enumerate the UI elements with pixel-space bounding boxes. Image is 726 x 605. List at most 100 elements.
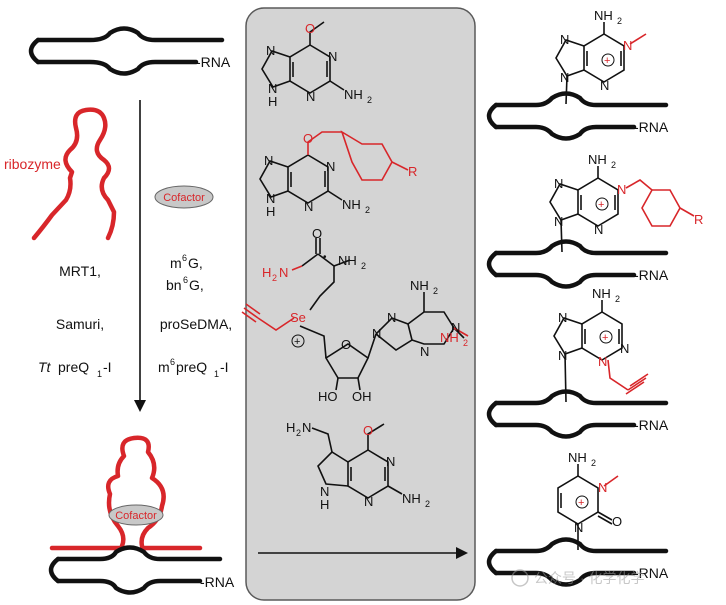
m6g-o: O xyxy=(305,21,315,36)
rna-label-right-4: -RNA xyxy=(634,565,669,581)
prosedma-red-nh2: NH xyxy=(440,330,459,345)
product-m3c-methyl xyxy=(603,475,619,487)
prosedma-top-nh2-sub: 2 xyxy=(433,286,438,296)
m3c-n3: N xyxy=(598,480,607,495)
m6preq-h2n-sub: 2 xyxy=(296,428,301,438)
m1a-n9: N xyxy=(560,70,569,85)
bn1a-nh2: NH xyxy=(588,152,607,167)
cofactor-name-m6g: m 6 G, xyxy=(170,253,203,271)
m1a-nh2: NH xyxy=(594,8,613,23)
rna-hairpin-right-1 xyxy=(486,91,669,141)
ribozyme-name-samuri: Samuri, xyxy=(56,316,104,332)
m6preq-n1: N xyxy=(386,454,395,469)
m6preq-preq: preQ xyxy=(176,359,207,375)
pr1a-n3: N xyxy=(598,354,607,369)
m6preq-nh: N xyxy=(320,484,329,499)
wechat-icon xyxy=(511,569,529,587)
pr1a-charge-ring xyxy=(599,330,613,344)
bn1a-r: R xyxy=(694,212,703,227)
prosedma-n3: N xyxy=(420,344,429,359)
prosedma-h2n-sub: 2 xyxy=(272,273,277,283)
m1a-charge-ring xyxy=(601,53,615,67)
m6preq-suffix: -I xyxy=(220,359,229,375)
prosedma-ho: HO xyxy=(318,389,338,404)
m3c-nh2-sub: 2 xyxy=(591,458,596,468)
product-m1a xyxy=(555,22,625,105)
m1a-nh2-sub: 2 xyxy=(617,16,622,26)
m6g-n9: N xyxy=(268,81,277,96)
m6g-n3: N xyxy=(306,89,315,104)
m6g-nh2-sub: 2 xyxy=(367,95,372,105)
m1a-n1: N xyxy=(623,38,632,53)
m6g-n1: N xyxy=(328,49,337,64)
prosedma-red-nh2-sub: 2 xyxy=(463,338,468,348)
bn1a-n1: N xyxy=(617,182,626,197)
pr1a-n7: N xyxy=(558,310,567,325)
tt-italic: Tt xyxy=(38,359,52,375)
bn6g-n3: N xyxy=(304,199,313,214)
prosedma-se: Se xyxy=(290,310,306,325)
cofactor-label-top: Cofactor xyxy=(163,192,205,204)
rna-hairpin-right-2 xyxy=(486,239,669,289)
preq-sub: 1 xyxy=(97,369,102,379)
vertical-arrowhead xyxy=(134,400,146,412)
bn6g-r: R xyxy=(408,164,417,179)
m1a-n7: N xyxy=(560,32,569,47)
m6preq-h: H xyxy=(320,497,329,512)
bn6g-h: H xyxy=(266,204,275,219)
preq-suffix: -I xyxy=(103,359,112,375)
cofactor-ellipse-top xyxy=(154,185,214,209)
bn1a-n9: N xyxy=(554,214,563,229)
product-pr1a-propargyl xyxy=(607,359,649,395)
m6g-g: G, xyxy=(188,255,203,271)
cofactor-ellipse-bottom xyxy=(108,504,164,526)
rna-label-right-1: -RNA xyxy=(634,119,669,135)
bn1a-n3: N xyxy=(594,222,603,237)
prosedma-top-nh2: NH xyxy=(410,278,429,293)
molecule-bn6g xyxy=(259,154,343,204)
rna-hairpin-right-3 xyxy=(486,389,669,439)
rna-hairpin-right-4 xyxy=(486,537,669,587)
bn6g-n1: N xyxy=(326,159,335,174)
product-m1a-methyl xyxy=(629,33,647,45)
prosedma-nh2: NH xyxy=(338,253,357,268)
bn6g-nh2-sub: 2 xyxy=(365,205,370,215)
bn6g-sup: 6 xyxy=(183,275,188,285)
m6g-h: H xyxy=(268,94,277,109)
bn1a-charge: + xyxy=(598,199,604,211)
ribozyme-complex-red xyxy=(49,435,203,551)
bn1a-n7: N xyxy=(554,176,563,191)
m6preq-nh2: NH xyxy=(402,491,421,506)
prosedma-o: O xyxy=(312,226,322,241)
ribozyme-name-mrt1: MRT1, xyxy=(59,263,101,279)
propargyl-se xyxy=(241,265,469,337)
watermark-text: 公众号 · 化学化学 xyxy=(534,570,644,586)
bn6g-nh2: NH xyxy=(342,197,361,212)
bn6g-bn: bn xyxy=(166,277,182,293)
preq-text: preQ xyxy=(58,359,89,375)
ribozyme-label: ribozyme xyxy=(4,156,61,172)
m3c-charge: + xyxy=(578,497,584,509)
m6preq-m: m xyxy=(158,359,170,375)
rna-label-right-2: -RNA xyxy=(634,267,669,283)
product-pr1a xyxy=(553,300,623,403)
prosedma-o-ring: O xyxy=(341,337,351,352)
m6preq-h2n-n: N xyxy=(302,420,311,435)
horizontal-arrowhead xyxy=(456,547,468,559)
product-m3c xyxy=(557,464,613,550)
se-charge: + xyxy=(294,336,300,348)
cofactor-name-bn6g: bn 6 G, xyxy=(166,275,204,293)
rna-hairpin-top-left xyxy=(28,26,225,76)
product-bn1a-benzyl xyxy=(625,179,695,227)
cofactor-name-prosedma: proSeDMA, xyxy=(160,316,232,332)
cofactor-name-m6preq1: m 6 preQ 1 -I xyxy=(158,357,229,379)
cofactor-label-bottom: Cofactor xyxy=(115,510,157,522)
m3c-o: O xyxy=(612,514,622,529)
ribozyme-shape xyxy=(31,107,117,241)
bn6g-g: G, xyxy=(189,277,204,293)
m6preq-o: O xyxy=(363,423,373,438)
bn1a-charge-ring xyxy=(595,197,609,211)
m3c-nh2: NH xyxy=(568,450,587,465)
bn6g-o: O xyxy=(303,131,313,146)
